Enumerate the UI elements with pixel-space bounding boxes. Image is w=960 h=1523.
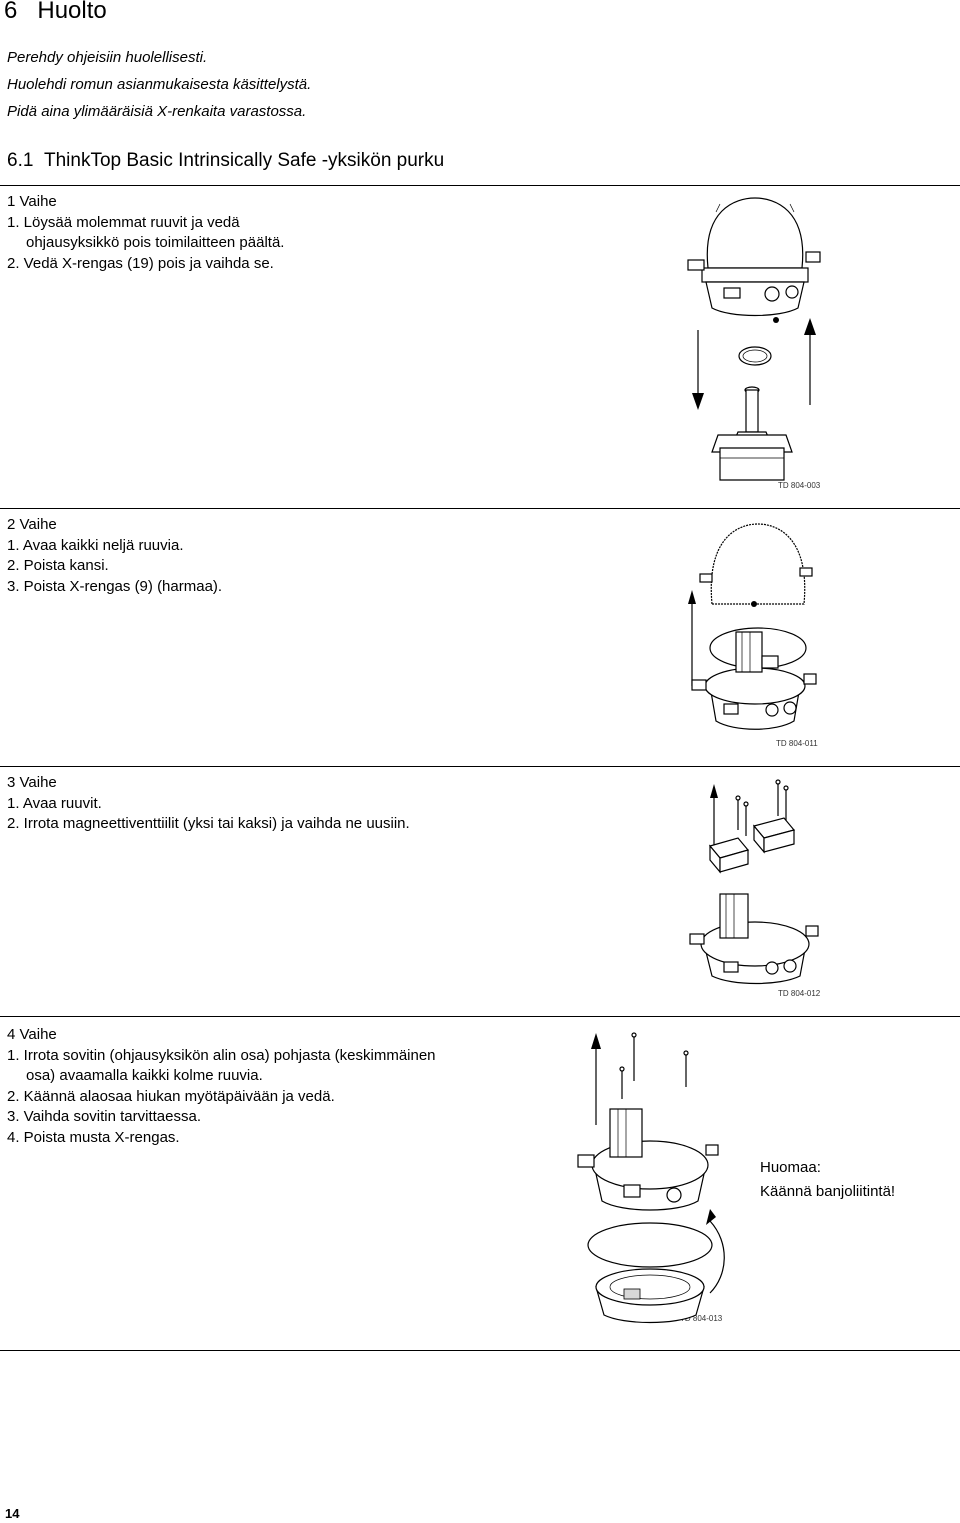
intro-notes: Perehdy ohjeisiin huolellisesti. Huolehd… (7, 44, 567, 125)
step-item: 2. Käännä alaosaa hiukan myötäpäivään ja… (7, 1087, 335, 1105)
control-unit-icon (689, 893, 819, 985)
step-1: 1 Vaihe 1. Löysää molemmat ruuvit ja ved… (7, 192, 284, 274)
arrow-icon (706, 1209, 725, 1294)
step-title: 2 Vaihe (7, 516, 57, 533)
step-item: 1. Irrota sovitin (ohjausyksikön alin os… (7, 1046, 436, 1064)
step-2: 2 Vaihe 1. Avaa kaikki neljä ruuvia. 2. … (7, 515, 222, 597)
note-title: Huomaa: (760, 1159, 821, 1176)
step-title: 4 Vaihe (7, 1026, 57, 1043)
step-item: ohjausyksikkö pois toimilaitteen päältä. (26, 234, 285, 251)
step-item: 2. Vedä X-rengas (19) pois ja vaihda se. (7, 254, 274, 272)
step-item: 1. Avaa kaikki neljä ruuvia. (7, 536, 184, 554)
figure-code: TD 804-013 (680, 1314, 723, 1323)
step-divider (0, 1016, 960, 1017)
figure-step-1 (687, 197, 821, 481)
arrow-icon (591, 1033, 601, 1125)
figure-code: TD 804-003 (778, 481, 821, 490)
step-item: osa) avaamalla kaikki kolme ruuvia. (26, 1067, 263, 1084)
step-4: 4 Vaihe 1. Irrota sovitin (ohjausyksikön… (7, 1025, 436, 1148)
solenoid-valve-icon (752, 817, 796, 854)
step-title: 3 Vaihe (7, 774, 57, 791)
control-unit-icon (577, 1108, 719, 1211)
step-title: 1 Vaihe (7, 193, 57, 210)
intro-line: Huolehdi romun asianmukaisesta käsittely… (7, 76, 312, 93)
step-item: 1. Löysää molemmat ruuvit ja vedä (7, 213, 240, 231)
adapter-icon (595, 1268, 705, 1324)
step-item: 2. Irrota magneettiventtiilit (yksi tai … (7, 815, 410, 832)
figure-code: TD 804-011 (776, 739, 818, 748)
step-3: 3 Vaihe 1. Avaa ruuvit. 2. Irrota magnee… (7, 773, 410, 835)
chapter-title: Huolto (37, 0, 107, 24)
step-item: 2. Poista kansi. (7, 557, 109, 574)
chapter-heading: 6 Huolto (4, 0, 107, 26)
step-divider (0, 1350, 960, 1351)
arrow-icon (688, 590, 696, 686)
intro-line: Perehdy ohjeisiin huolellisesti. (7, 49, 208, 66)
step-item: 3. Poista X-rengas (9) (harmaa). (7, 577, 223, 595)
solenoid-valve-icon (708, 837, 750, 874)
step-item: 4. Poista musta X-rengas. (7, 1128, 180, 1146)
section-title: ThinkTop Basic Intrinsically Safe -yksik… (43, 150, 445, 171)
step-divider (0, 766, 960, 767)
figure-step-3 (689, 779, 819, 985)
screw-icon (619, 1032, 689, 1099)
figure-code: TD 804-012 (778, 989, 821, 998)
note-box: Huomaa: Käännä banjoliitintä! (760, 1156, 895, 1204)
step-item: 3. Vaihda sovitin tarvittaessa. (7, 1108, 201, 1125)
section-heading: 6.1 ThinkTop Basic Intrinsically Safe -y… (7, 148, 444, 174)
chapter-number: 6 (4, 0, 18, 24)
cover-icon (699, 523, 813, 607)
arrow-icon (804, 318, 816, 405)
x-ring-icon (587, 1222, 713, 1268)
section-divider (0, 185, 960, 186)
section-number: 6.1 (7, 150, 34, 171)
control-unit-icon (691, 631, 817, 730)
step-item: 1. Avaa ruuvit. (7, 794, 102, 812)
page-number: 14 (5, 1506, 20, 1521)
control-unit-icon (687, 197, 821, 323)
note-text: Käännä banjoliitintä! (760, 1183, 896, 1200)
arrow-icon (692, 330, 704, 410)
actuator-stem-icon (711, 386, 793, 481)
intro-line: Pidä aina ylimääräisiä X-renkaita varast… (7, 103, 307, 120)
figure-step-4 (577, 1032, 725, 1324)
x-ring-icon (738, 346, 772, 366)
screw-icon (735, 779, 789, 836)
figure-step-2 (688, 523, 817, 730)
step-divider (0, 508, 960, 509)
